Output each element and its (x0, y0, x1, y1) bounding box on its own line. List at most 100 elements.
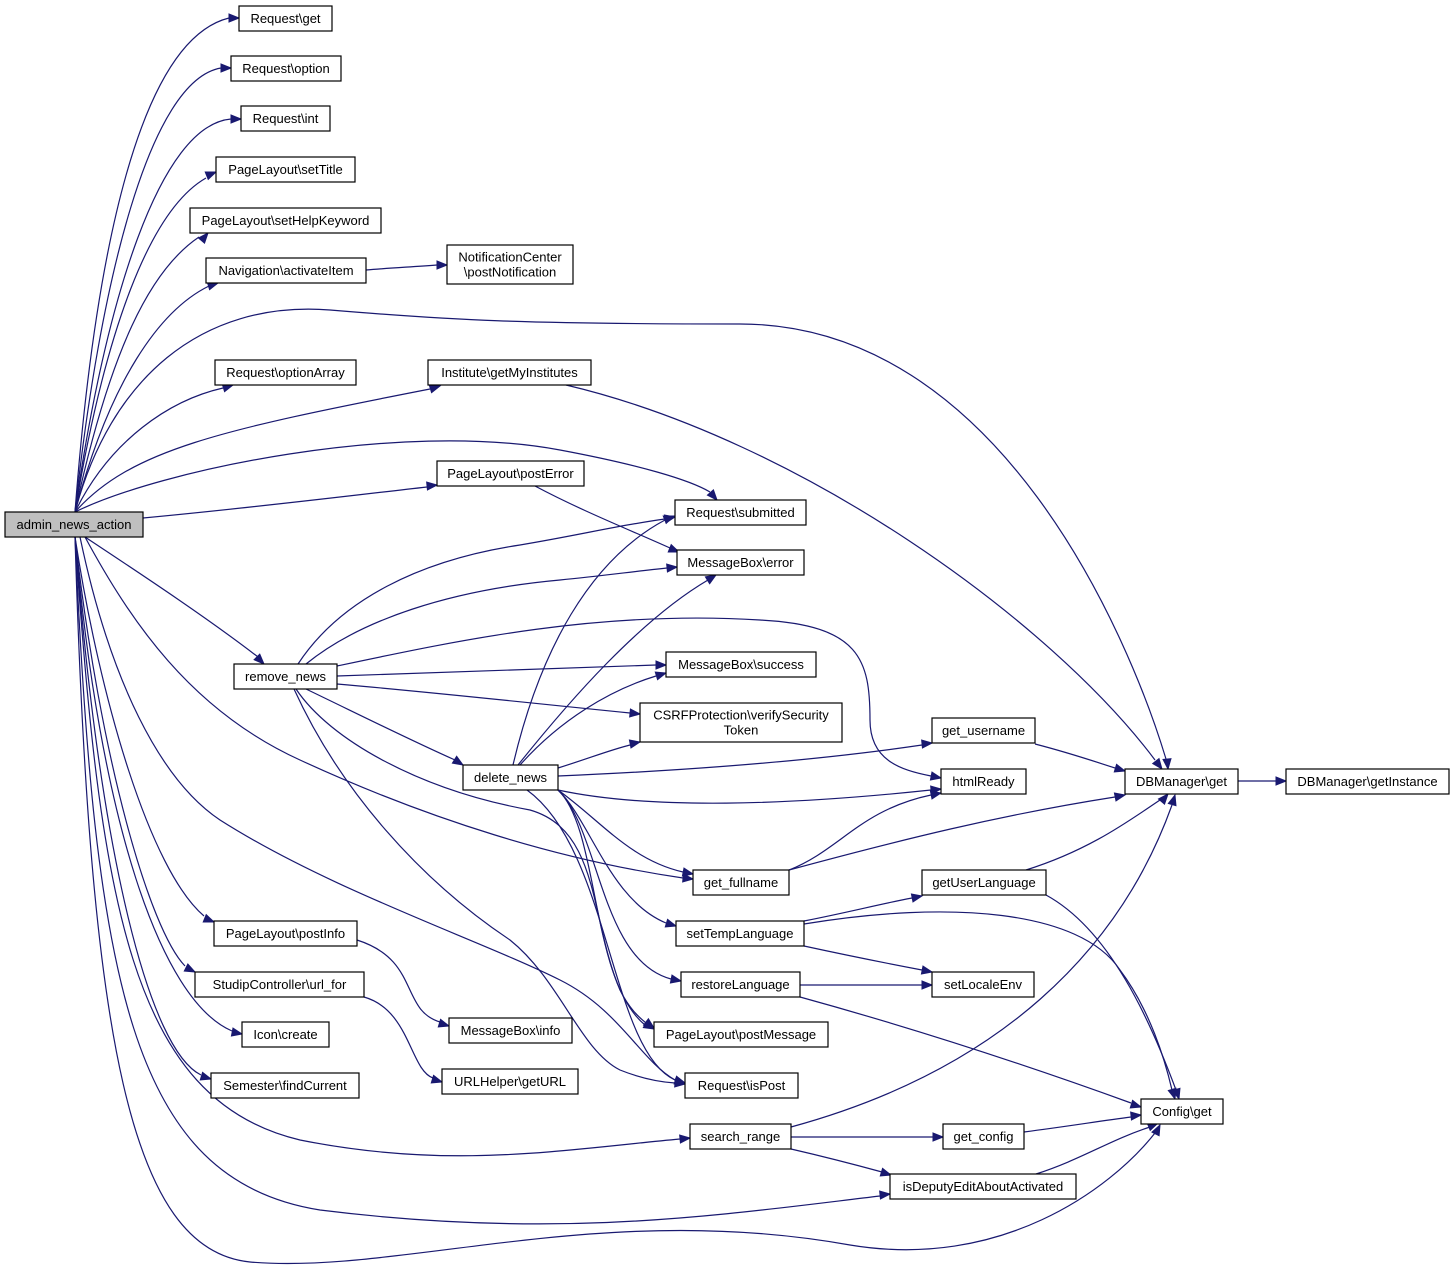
node-box (194, 971, 365, 998)
edge-arrowhead (879, 1167, 893, 1177)
node-htmlready[interactable]: htmlReady (940, 768, 1027, 795)
node-pl-sethelpkeyword[interactable]: PageLayout\setHelpKeyword (189, 207, 382, 234)
node-label: Request\option (242, 61, 329, 76)
node-icon-create[interactable]: Icon\create (241, 1021, 330, 1048)
node-req-int[interactable]: Request\int (240, 105, 331, 132)
edge-admin_news_action-to-pl_settitle (74, 171, 218, 513)
node-req-submitted[interactable]: Request\submitted (674, 499, 807, 526)
node-req-get[interactable]: Request\get (238, 5, 333, 32)
node-pl-postmessage[interactable]: PageLayout\postMessage (653, 1021, 829, 1048)
node-sem-findcurrent[interactable]: Semester\findCurrent (210, 1072, 360, 1099)
node-box (675, 920, 805, 947)
node-pl-settitle[interactable]: PageLayout\setTitle (215, 156, 356, 183)
node-box (213, 920, 358, 947)
edge-line (557, 789, 684, 873)
node-label: Config\get (1152, 1104, 1212, 1119)
edge-settemplanguage-to-setlocaleenv (803, 945, 934, 975)
node-remove-news[interactable]: remove_news (233, 663, 338, 690)
edge-line (74, 536, 205, 917)
node-sc-url-for[interactable]: StudipController\url_for (194, 971, 365, 998)
edge-settemplanguage-to-getuserlanguage (803, 893, 924, 922)
node-dbm-getinstance[interactable]: DBManager\getInstance (1285, 768, 1450, 795)
node-box (1285, 768, 1450, 795)
edge-delete_news-to-get_username (557, 739, 934, 777)
edge-remove_news-to-htmlready (336, 617, 943, 781)
node-box (692, 869, 790, 896)
edge-line (74, 536, 881, 1225)
node-get-fullname[interactable]: get_fullname (692, 869, 790, 896)
node-box (205, 257, 367, 284)
node-dbm-get[interactable]: DBManager\get (1124, 768, 1239, 795)
node-box (238, 5, 333, 32)
edge-line (74, 536, 202, 1076)
edge-search_range-to-get_config (790, 1132, 945, 1142)
node-settemplanguage[interactable]: setTempLanguage (675, 920, 805, 947)
edge-pl_postinfo-to-mb_info (356, 939, 451, 1028)
node-mb-error[interactable]: MessageBox\error (676, 549, 805, 576)
node-mb-success[interactable]: MessageBox\success (665, 651, 817, 678)
nodes-layer: admin_news_action Request\getRequest\opti… (4, 5, 1450, 1200)
node-mb-info[interactable]: MessageBox\info (448, 1017, 573, 1044)
node-admin-news-action[interactable]: admin_news_action (4, 511, 144, 538)
node-pl-postinfo[interactable]: PageLayout\postInfo (213, 920, 358, 947)
edge-arrowhead (879, 1190, 892, 1200)
node-req-optionarray[interactable]: Request\optionArray (214, 359, 357, 386)
edge-delete_news-to-req_submitted (512, 515, 676, 766)
node-pl-posterror[interactable]: PageLayout\postError (436, 460, 585, 487)
edge-line (74, 285, 210, 513)
node-req-ispost[interactable]: Request\isPost (684, 1072, 799, 1099)
edge-delete_news-to-csrf_verify (557, 739, 642, 769)
node-box (889, 1173, 1077, 1200)
node-label: remove_news (245, 669, 326, 684)
edge-arrowhead (932, 1132, 945, 1142)
node-isdeputy[interactable]: isDeputyEditAboutActivated (889, 1173, 1077, 1200)
node-nav-activateitem[interactable]: Navigation\activateItem (205, 257, 367, 284)
edge-arrowhead (426, 481, 439, 491)
edge-line (74, 536, 186, 967)
node-getuserlanguage[interactable]: getUserLanguage (921, 869, 1047, 896)
edge-line (557, 744, 923, 777)
edge-arrowhead (428, 384, 442, 394)
edge-isdeputy-to-config_get (1035, 1122, 1160, 1175)
node-get-username[interactable]: get_username (931, 717, 1036, 744)
edge-dbm_get-to-dbm_getinstance (1238, 776, 1288, 786)
node-inst-getmyinstitutes[interactable]: Institute\getMyInstitutes (427, 359, 592, 386)
node-label: PageLayout\postMessage (666, 1027, 816, 1042)
node-restorelanguage[interactable]: restoreLanguage (680, 971, 801, 998)
node-urlhelper-geturl[interactable]: URLHelper\getURL (441, 1068, 579, 1095)
node-setlocaleenv[interactable]: setLocaleEnv (931, 971, 1035, 998)
edge-getuserlanguage-to-dbm_get (1025, 792, 1169, 871)
node-req-option[interactable]: Request\option (230, 55, 342, 82)
node-config-get[interactable]: Config\get (1140, 1098, 1224, 1125)
edge-admin_news_action-to-dbm_get (74, 308, 1172, 771)
node-search-range[interactable]: search_range (689, 1123, 792, 1150)
edge-arrowhead (430, 1074, 444, 1084)
edge-restorelanguage-to-config_get (799, 996, 1143, 1109)
edge-settemplanguage-to-config_get (803, 911, 1177, 1101)
node-delete-news[interactable]: delete_news (462, 764, 559, 791)
edge-pl_posterror-to-mb_error (534, 485, 681, 553)
edge-arrowhead (1275, 776, 1288, 786)
node-label: admin_news_action (17, 517, 132, 532)
edge-arrowhead (1113, 792, 1127, 802)
edge-arrowhead (1130, 1111, 1143, 1121)
edge-arrowhead (921, 980, 934, 990)
node-label: URLHelper\getURL (454, 1074, 566, 1089)
edge-arrowhead (228, 13, 241, 23)
edge-arrowhead (921, 739, 934, 749)
node-box (427, 359, 592, 386)
edge-delete_news-to-mb_success (519, 671, 668, 766)
edge-line (365, 264, 438, 271)
node-box (210, 1072, 360, 1099)
node-nc-postnotification[interactable]: NotificationCenter\postNotification (446, 244, 574, 285)
edge-admin_news_action-to-req_ispost (79, 536, 687, 1085)
edge-get_fullname-to-dbm_get (788, 792, 1127, 871)
edge-arrowhead (669, 974, 683, 984)
edge-restorelanguage-to-setlocaleenv (800, 980, 934, 990)
edge-admin_news_action-to-config_get (74, 536, 1161, 1265)
node-get-config[interactable]: get_config (942, 1123, 1025, 1150)
edge-line (336, 664, 657, 677)
edge-arrowhead (664, 918, 678, 928)
edges-layer (74, 13, 1288, 1265)
